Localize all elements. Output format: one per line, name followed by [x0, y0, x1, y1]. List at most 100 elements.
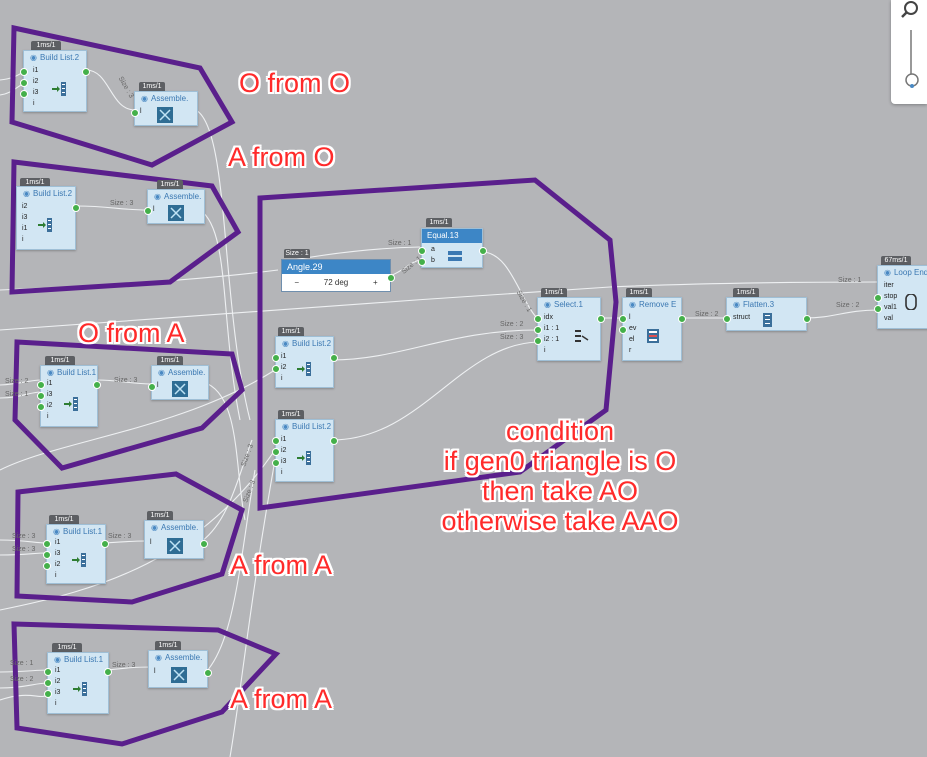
- input-port[interactable]: [534, 315, 542, 323]
- node-build-list[interactable]: ◉Build List.2 i2 i3 i1 i: [16, 186, 80, 250]
- input-port[interactable]: [131, 109, 139, 117]
- eye-icon[interactable]: ◉: [282, 339, 289, 348]
- input-port[interactable]: [37, 403, 45, 411]
- input-port[interactable]: [43, 562, 51, 570]
- equal-icon: [448, 251, 462, 261]
- eye-icon[interactable]: ◉: [54, 655, 61, 664]
- node-assemble[interactable]: ◉Assemble. l: [144, 520, 208, 559]
- edge-label: Size : 3: [12, 546, 36, 553]
- port-label: l: [157, 382, 159, 389]
- output-port[interactable]: [93, 381, 101, 389]
- node-timing: 1ms/1: [733, 288, 759, 297]
- node-assemble[interactable]: ◉Assemble. l: [148, 365, 209, 400]
- input-port[interactable]: [20, 79, 28, 87]
- node-loop-end[interactable]: ◉Loop End iter stop val1 val: [874, 265, 927, 329]
- eye-icon[interactable]: ◉: [733, 300, 740, 309]
- input-port[interactable]: [272, 365, 280, 373]
- input-port[interactable]: [272, 448, 280, 456]
- input-port[interactable]: [43, 551, 51, 559]
- eye-icon[interactable]: ◉: [30, 53, 37, 62]
- eye-icon[interactable]: ◉: [23, 189, 30, 198]
- input-port[interactable]: [272, 459, 280, 467]
- input-port[interactable]: [44, 668, 52, 676]
- eye-icon[interactable]: ◉: [141, 94, 148, 103]
- node-remove[interactable]: ◉Remove E l ev el r: [619, 297, 686, 361]
- assemble-icon: [172, 381, 188, 397]
- output-port[interactable]: [330, 437, 338, 445]
- output-port[interactable]: [387, 274, 395, 282]
- eye-icon[interactable]: ◉: [884, 268, 891, 277]
- input-port[interactable]: [148, 383, 156, 391]
- input-port[interactable]: [272, 437, 280, 445]
- node-equal[interactable]: Equal.13 a b: [418, 228, 487, 268]
- input-port[interactable]: [144, 207, 152, 215]
- output-port[interactable]: [104, 668, 112, 676]
- node-select[interactable]: ◉Select.1 idx i1 : 1 i2 : 1 i: [534, 297, 605, 361]
- angle-value[interactable]: 72 deg: [323, 278, 349, 287]
- input-port[interactable]: [37, 392, 45, 400]
- output-port[interactable]: [101, 540, 109, 548]
- node-title: Flatten.3: [742, 300, 775, 309]
- eye-icon[interactable]: ◉: [47, 368, 54, 377]
- eye-icon[interactable]: ◉: [155, 653, 162, 662]
- node-build-list[interactable]: ◉Build List.2 i1 i2 i3 i: [20, 50, 90, 112]
- eye-icon[interactable]: ◉: [282, 422, 289, 431]
- node-timing: 1ms/1: [20, 178, 50, 187]
- input-port[interactable]: [20, 68, 28, 76]
- eye-icon[interactable]: ◉: [158, 368, 165, 377]
- input-port[interactable]: [874, 305, 882, 313]
- output-port[interactable]: [330, 354, 338, 362]
- output-port[interactable]: [678, 315, 686, 323]
- output-port[interactable]: [72, 204, 80, 212]
- output-port[interactable]: [803, 315, 811, 323]
- output-port[interactable]: [597, 315, 605, 323]
- zoom-icon[interactable]: [891, 0, 927, 104]
- input-port[interactable]: [534, 337, 542, 345]
- input-port[interactable]: [37, 381, 45, 389]
- output-port[interactable]: [82, 68, 90, 76]
- input-port[interactable]: [619, 315, 627, 323]
- node-assemble[interactable]: ◉Assemble. l: [131, 91, 198, 126]
- input-port[interactable]: [619, 326, 627, 334]
- edge-label: Size : 2: [836, 302, 860, 309]
- port-label: i: [544, 347, 546, 354]
- wire: [195, 109, 251, 421]
- decrement-button[interactable]: −: [294, 278, 300, 287]
- wire: [0, 449, 276, 611]
- increment-button[interactable]: +: [372, 278, 378, 287]
- node-assemble[interactable]: ◉Assemble. l: [148, 650, 212, 688]
- node-build-list[interactable]: ◉Build List.1 i1 i3 i2 i: [43, 524, 109, 584]
- output-port[interactable]: [200, 540, 208, 548]
- node-build-list[interactable]: ◉Build List.1 i1 i3 i2 i: [37, 365, 101, 427]
- eye-icon[interactable]: ◉: [154, 192, 161, 201]
- input-port[interactable]: [44, 690, 52, 698]
- node-build-list[interactable]: ◉Build List.2 i1 i2 i3 i: [272, 419, 338, 482]
- input-port[interactable]: [44, 679, 52, 687]
- node-build-list[interactable]: ◉Build List.1 i1 i2 i3 i: [44, 652, 112, 714]
- node-title: Remove E: [638, 300, 677, 309]
- input-port[interactable]: [272, 354, 280, 362]
- input-port[interactable]: [418, 258, 426, 266]
- input-port[interactable]: [723, 315, 731, 323]
- node-build-list[interactable]: ◉Build List.2 i1 i2 i: [272, 336, 338, 388]
- zoom-control[interactable]: [891, 0, 927, 104]
- node-assemble[interactable]: ◉Assemble. l: [144, 189, 205, 224]
- eye-icon[interactable]: ◉: [544, 300, 551, 309]
- eye-icon[interactable]: ◉: [629, 300, 636, 309]
- port-label: el: [629, 336, 635, 343]
- output-port[interactable]: [479, 247, 487, 255]
- eye-icon[interactable]: ◉: [53, 527, 60, 536]
- eye-icon[interactable]: ◉: [151, 523, 158, 532]
- input-port[interactable]: [20, 90, 28, 98]
- node-flatten[interactable]: ◉Flatten.3 struct: [723, 297, 811, 331]
- node-timing: 1ms/1: [157, 356, 183, 365]
- edge-label: Size : 2: [500, 321, 524, 328]
- input-port[interactable]: [874, 294, 882, 302]
- port-label: i2: [281, 364, 287, 371]
- input-port[interactable]: [534, 326, 542, 334]
- output-port[interactable]: [204, 669, 212, 677]
- input-port[interactable]: [43, 540, 51, 548]
- angle-widget[interactable]: Angle.29 − 72 deg +: [281, 259, 395, 292]
- input-port[interactable]: [418, 247, 426, 255]
